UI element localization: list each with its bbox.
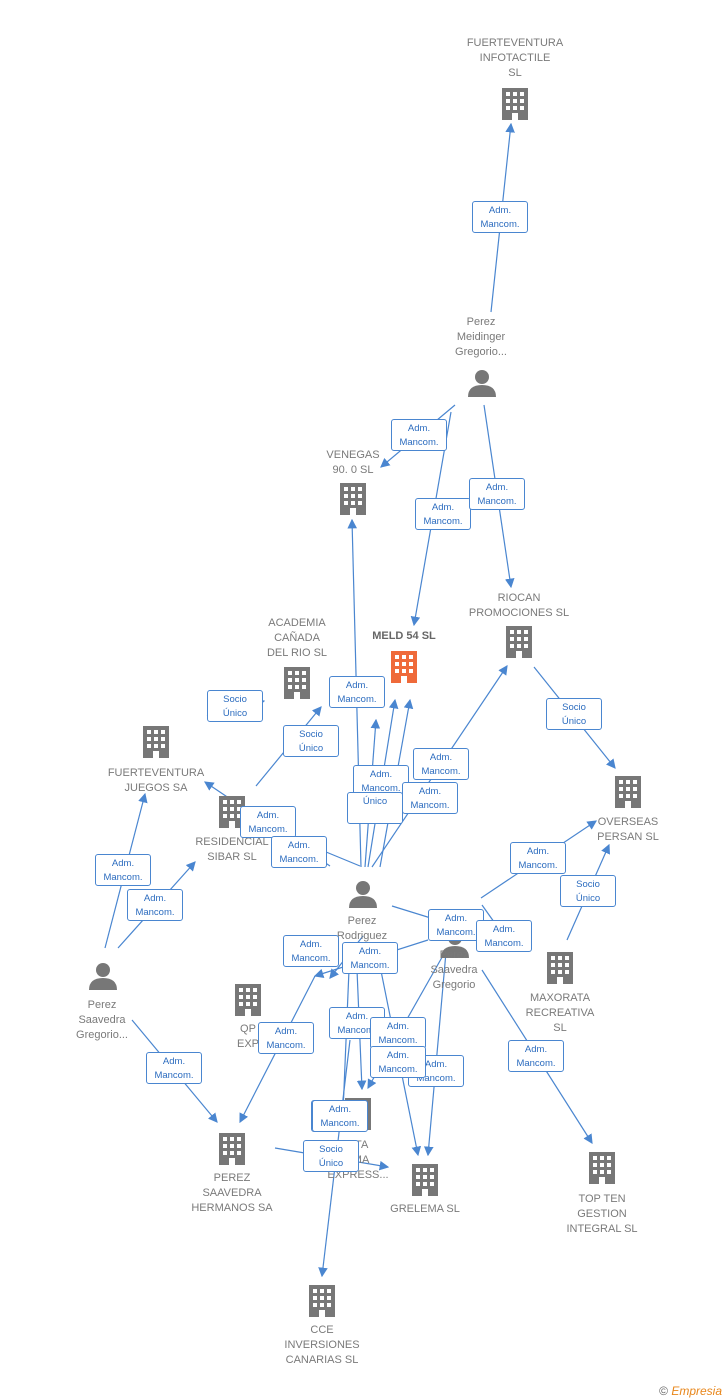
edge-role-label: Adm. Mancom. xyxy=(312,1100,368,1132)
node-label-maxorata[interactable]: MAXORATA RECREATIVA SL xyxy=(525,992,595,1034)
building-icon[interactable] xyxy=(284,667,310,699)
edge-role-label: Socio Único xyxy=(303,1140,359,1172)
node-label-fuerteventura-infotactile[interactable]: FUERTEVENTURA INFOTACTILE SL xyxy=(466,37,564,79)
person-icon[interactable] xyxy=(349,881,377,908)
edge-role-label: Adm. Mancom. xyxy=(240,806,296,838)
edge-role-label: Adm. Mancom. xyxy=(370,1046,426,1078)
building-icon[interactable] xyxy=(235,984,261,1016)
node-label-academia[interactable]: ACADEMIA CAÑADA DEL RIO SL xyxy=(266,617,328,659)
building-icon[interactable] xyxy=(615,776,641,808)
node-label-perez-saavedra-center[interactable]: Perez Saavedra Gregorio xyxy=(430,949,478,991)
node-label-overseas-persan[interactable]: OVERSEAS PERSAN SL xyxy=(597,816,659,843)
building-icon[interactable] xyxy=(391,651,417,683)
building-icon[interactable] xyxy=(589,1152,615,1184)
edge-role-label: Socio Único xyxy=(283,725,339,757)
node-label-qp-express[interactable]: QP EXP xyxy=(236,1023,260,1050)
node-label-fuerteventura-juegos[interactable]: FUERTEVENTURA JUEGOS SA xyxy=(107,767,205,794)
edge-role-label: Adm. Mancom. xyxy=(342,942,398,974)
edge-role-label: Adm. Mancom. xyxy=(510,842,566,874)
brand-name: Empresia xyxy=(671,1384,722,1398)
person-icon[interactable] xyxy=(468,370,496,397)
edge-role-label: Socio Único xyxy=(560,875,616,907)
building-icon[interactable] xyxy=(340,483,366,515)
node-label-meld54[interactable]: MELD 54 SL xyxy=(372,630,436,642)
node-label-cce-inversiones[interactable]: CCE INVERSIONES CANARIAS SL xyxy=(284,1324,360,1366)
building-icon[interactable] xyxy=(219,1133,245,1165)
node-label-perez-rodriguez[interactable]: Perez Rodriguez xyxy=(336,915,388,942)
edge-role-label: Adm. Mancom. xyxy=(428,909,484,941)
node-label-top-ten[interactable]: TOP TEN GESTION INTEGRAL SL xyxy=(566,1193,638,1235)
node-label-venegas[interactable]: VENEGAS 90. 0 SL xyxy=(326,449,380,476)
node-label-grelema[interactable]: GRELEMA SL xyxy=(390,1203,460,1215)
edge-role-label: Único xyxy=(347,792,403,824)
edge-role-label: Adm. Mancom. xyxy=(283,935,339,967)
edge-role-label: Adm. Mancom. xyxy=(391,419,447,451)
building-icon[interactable] xyxy=(547,952,573,984)
building-icon[interactable] xyxy=(309,1285,335,1317)
edge-role-label: Socio Único xyxy=(207,690,263,722)
node-label-perez-saavedra-left[interactable]: Perez Saavedra Gregorio... xyxy=(76,999,128,1041)
edge-role-label: Adm. Mancom. xyxy=(472,201,528,233)
edge-role-label: Adm. Mancom. xyxy=(415,498,471,530)
edge-role-label: Adm. Mancom. xyxy=(127,889,183,921)
copyright-symbol: © xyxy=(659,1384,668,1398)
building-icon[interactable] xyxy=(502,88,528,120)
edge-line xyxy=(423,951,447,1157)
building-icon[interactable] xyxy=(506,626,532,658)
building-icon[interactable] xyxy=(143,726,169,758)
edge-role-label: Adm. Mancom. xyxy=(508,1040,564,1072)
edge-role-label: Adm. Mancom. xyxy=(469,478,525,510)
edge-role-label: Adm. Mancom. xyxy=(271,836,327,868)
edge-role-label: Adm. Mancom. xyxy=(95,854,151,886)
edge-role-label: Adm. Mancom. xyxy=(370,1017,426,1049)
edge-role-label: Socio Único xyxy=(546,698,602,730)
node-label-residencial-sibar[interactable]: RESIDENCIAL SIBAR SL xyxy=(195,836,269,863)
edge-role-label: Adm. Mancom. xyxy=(413,748,469,780)
building-icon[interactable] xyxy=(412,1164,438,1196)
edge-role-label: Adm. Mancom. xyxy=(329,676,385,708)
person-icon[interactable] xyxy=(89,963,117,990)
node-label-riocan[interactable]: RIOCAN PROMOCIONES SL xyxy=(468,592,570,619)
node-label-perez-saavedra-hermanos[interactable]: PEREZ SAAVEDRA HERMANOS SA xyxy=(191,1172,273,1214)
edge-role-label: Adm. Mancom. xyxy=(402,782,458,814)
edge-role-label: Adm. Mancom. xyxy=(258,1022,314,1054)
edge-role-label: Adm. Mancom. xyxy=(476,920,532,952)
footer-brand: © Empresia xyxy=(659,1384,722,1398)
node-label-perez-meidinger[interactable]: Perez Meidinger Gregorio... xyxy=(455,316,507,358)
edge-role-label: Adm. Mancom. xyxy=(146,1052,202,1084)
